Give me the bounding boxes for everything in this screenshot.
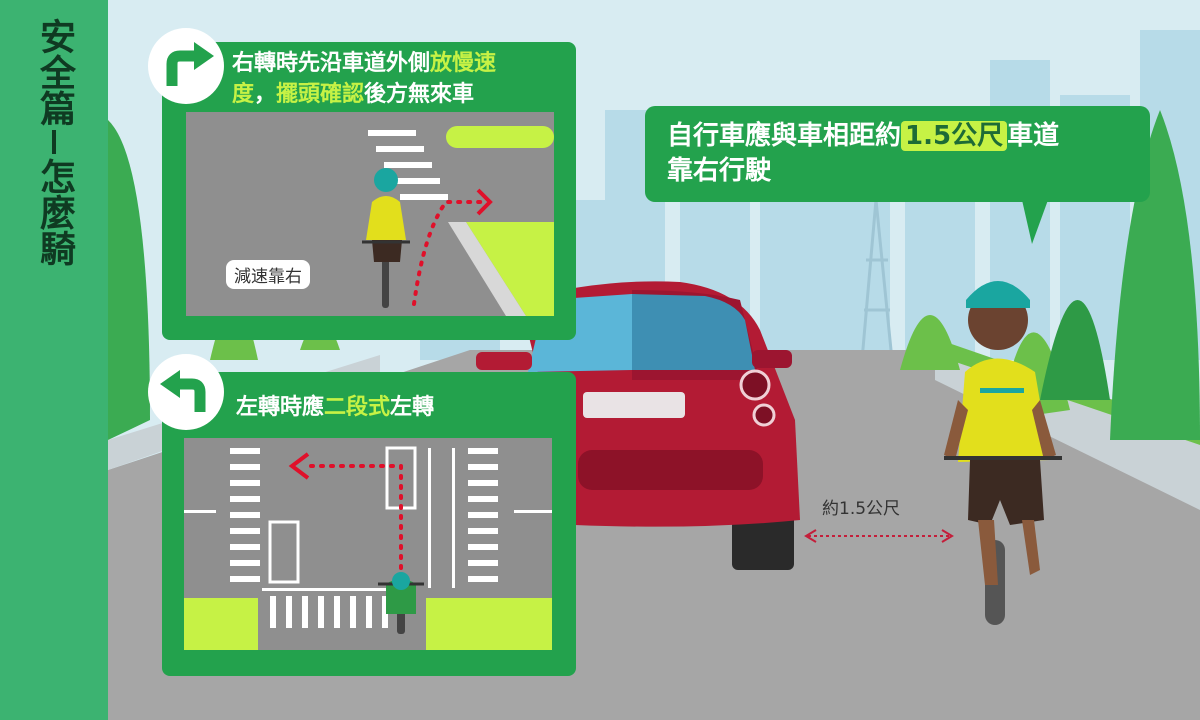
distance-label: 約1.5公尺 <box>822 499 901 519</box>
right-turn-line1: 右轉時先沿車道外側 <box>232 51 431 76</box>
left-turn-highlight: 二段式 <box>324 395 391 420</box>
sidebar: 安全篇 怎麼騎 <box>0 0 108 720</box>
left-turn-badge <box>148 354 224 430</box>
right-turn-scene <box>362 126 554 316</box>
right-turn-line1-highlight: 放慢速 <box>430 51 497 76</box>
right-turn-line2-highlight-a: 度 <box>232 82 255 107</box>
left-turn-cyclist <box>378 572 424 634</box>
left-turn-scene <box>184 446 552 650</box>
left-turn-pre: 左轉時應 <box>236 395 325 420</box>
left-turn-arrow-icon <box>160 370 206 412</box>
distance-arrow <box>804 529 954 543</box>
right-turn-badge <box>148 28 224 104</box>
tower <box>860 199 894 361</box>
bubble-pre: 自行車應與車相距約 <box>667 121 902 151</box>
right-turn-line2-highlight-b: 擺頭確認 <box>276 82 365 107</box>
right-turn-arrow-icon <box>166 42 214 86</box>
right-turn-line2-sep: ， <box>254 82 277 107</box>
sidebar-title: 安全篇 怎麼騎 <box>28 18 80 266</box>
red-car <box>476 281 800 570</box>
slow-down-tag: 減速靠右 <box>226 260 310 289</box>
bubble-line2: 靠右行駛 <box>667 156 772 186</box>
right-turn-cyclist <box>362 168 410 308</box>
left-turn-illustration <box>184 438 552 650</box>
bubble-post: 車道 <box>1007 121 1060 151</box>
bubble-pointer <box>1022 200 1048 244</box>
left-turn-card: 左轉時應二段式左轉 <box>162 372 576 676</box>
sidebar-divider <box>52 130 56 154</box>
right-turn-line2: 後方無來車 <box>364 82 475 107</box>
left-turn-text: 左轉時應二段式左轉 <box>236 392 434 423</box>
cyclist-large <box>944 281 1062 625</box>
right-turn-illustration: 減速靠右 <box>186 112 554 316</box>
sidebar-part2: 怎麼騎 <box>34 158 75 266</box>
right-turn-text: 右轉時先沿車道外側放慢速 度，擺頭確認後方無來車 <box>232 48 572 110</box>
left-turn-post: 左轉 <box>390 395 435 420</box>
bubble-highlight: 1.5公尺 <box>901 121 1008 151</box>
sidebar-part1: 安全篇 <box>34 18 75 126</box>
right-turn-card: 右轉時先沿車道外側放慢速 度，擺頭確認後方無來車 <box>162 42 576 340</box>
